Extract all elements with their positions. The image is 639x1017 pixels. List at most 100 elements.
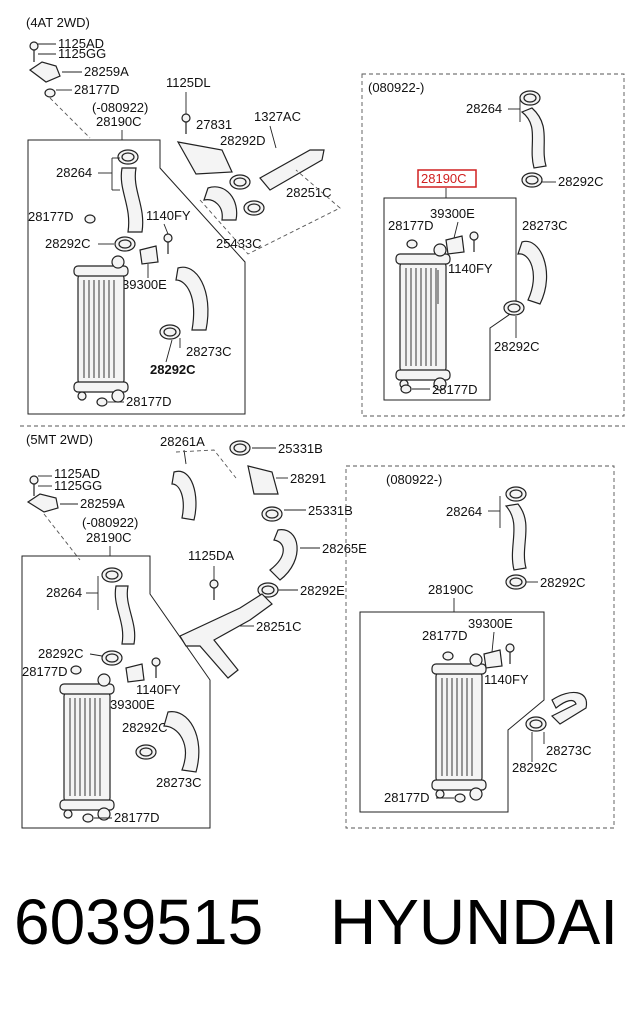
label-39300e-at: 39300E xyxy=(122,277,167,292)
section-5mt-2wd: (5MT 2WD) 1125AD 1125GG 28259A (-080922)… xyxy=(21,432,367,829)
label-28264-mt: 28264 xyxy=(46,585,82,600)
bolt-1125ad-mt xyxy=(29,475,39,497)
section-title-at-new: (080922-) xyxy=(368,80,424,95)
section-title-4at: (4AT 2WD) xyxy=(26,15,90,30)
section-080922-bottom: (080922-) 28264 28292C 28190C 39300E 281… xyxy=(345,465,615,829)
label-1327ac: 1327AC xyxy=(254,109,301,124)
label-28251c-at: 28251C xyxy=(286,185,332,200)
label-28292c-at: 28292C xyxy=(45,236,91,251)
parts-diagram: (4AT 2WD) 1125AD 1125GG 28259A 28177D (-… xyxy=(20,15,625,829)
bolt-1125da xyxy=(209,579,219,601)
label-28190c-at: 28190C xyxy=(96,114,142,129)
part-number: 6039515 xyxy=(14,886,264,958)
label-1125da: 1125DA xyxy=(188,548,234,563)
intercooler-at xyxy=(73,255,129,403)
label-28261a: 28261A xyxy=(160,434,205,449)
label-39300e-new-at: 39300E xyxy=(430,206,475,221)
clamp-25433c xyxy=(243,200,265,216)
assembly-box-at-new xyxy=(383,197,517,401)
label-1140fy-at: 1140FY xyxy=(146,208,191,223)
label-27831: 27831 xyxy=(196,117,232,132)
label-1125gg: 1125GG xyxy=(58,46,106,61)
label-28177d-left-at: 28177D xyxy=(28,209,74,224)
hose-28264-mt xyxy=(114,585,136,645)
hose-25433c xyxy=(203,186,238,221)
grommet-28177d-bottom-new xyxy=(400,384,412,394)
clamp-28264-new xyxy=(519,90,541,106)
label-1125ad-mt: 1125AD xyxy=(54,466,100,481)
grommet-28177d-new xyxy=(406,239,418,249)
hose-28265e xyxy=(269,529,298,581)
clamp-28292c xyxy=(114,236,136,252)
section-title-mt-new: (080922-) xyxy=(386,472,442,487)
clamp-28264 xyxy=(117,149,139,165)
clamp-28292c-bold xyxy=(159,324,181,340)
hose-28264-new xyxy=(520,107,547,169)
label-28292e: 28292E xyxy=(300,583,345,598)
sensor-39300e-new xyxy=(445,235,465,255)
clamp-28264-mt-new xyxy=(505,486,527,502)
clamp-25331b-low xyxy=(261,506,283,522)
pipe-27831 xyxy=(176,141,233,175)
label-39300e-mt: 39300E xyxy=(110,697,155,712)
sensor-39300e xyxy=(139,245,159,265)
label-28264-new-at: 28264 xyxy=(466,101,502,116)
bracket-28259a-mt xyxy=(26,493,59,513)
grommet-28177d-mt xyxy=(70,665,82,675)
clamp-25331b-top xyxy=(229,440,251,456)
sensor-39300e-mt xyxy=(125,663,145,683)
dashed-frame-top xyxy=(361,73,625,417)
grommet-28177d-bottom-mt-new xyxy=(454,793,466,803)
label-28177d-left-mt: 28177D xyxy=(22,664,68,679)
section-080922-top: (080922-) 28264 28292C 28190C 39300E 281… xyxy=(361,73,625,417)
label-1125ad: 1125AD xyxy=(58,36,104,51)
bolt-1125ad xyxy=(29,41,39,63)
label-28177d-bottom-mt: 28177D xyxy=(114,810,160,825)
label-sub-mt: (-080922) xyxy=(82,515,138,530)
label-1125dl: 1125DL xyxy=(166,75,211,90)
pipe-28251c-at xyxy=(259,149,325,191)
bolt-1140fy-mt-new xyxy=(505,643,515,665)
label-28291: 28291 xyxy=(290,471,326,486)
label-28259a-mt: 28259A xyxy=(80,496,125,511)
assembly-box-at xyxy=(27,139,246,415)
hose-28264-mt-new xyxy=(504,503,527,571)
clamp-28292c-low-new xyxy=(503,300,525,316)
label-39300e-mt-new: 39300E xyxy=(468,616,513,631)
label-28177d-top-mt-new: 28177D xyxy=(422,628,468,643)
label-28177d-top-new-at: 28177D xyxy=(388,218,434,233)
footer: 6039515 HYUNDAI xyxy=(0,890,639,1000)
intercooler-mt xyxy=(59,673,115,821)
label-1140fy-mt-new: 1140FY xyxy=(484,672,529,687)
label-28292c-low-mt-new: 28292C xyxy=(512,760,558,775)
grommet-28177d xyxy=(44,88,56,98)
label-28292d: 28292D xyxy=(220,133,266,148)
label-28177d-bottom-at: 28177D xyxy=(126,394,172,409)
label-28177d-bottom-new-at: 28177D xyxy=(432,382,478,397)
bolt-1140fy-new xyxy=(469,231,479,253)
label-28292c-a-mt: 28292C xyxy=(38,646,84,661)
clamp-28292c-mt-b xyxy=(135,744,157,760)
label-28292c-b-mt: 28292C xyxy=(122,720,168,735)
bolt-1125dl xyxy=(181,113,191,135)
hose-28273c-new xyxy=(517,240,548,305)
label-28190c-mt-new: 28190C xyxy=(428,582,474,597)
label-28273c-mt: 28273C xyxy=(156,775,202,790)
clamp-28264-mt xyxy=(101,567,123,583)
label-28292c-low-new-at: 28292C xyxy=(494,339,540,354)
assembly-box-mt-new xyxy=(359,611,545,813)
label-28265e: 28265E xyxy=(322,541,367,556)
hose-28273c-mt-new xyxy=(550,691,588,725)
label-28177d-bottom-mt-new: 28177D xyxy=(384,790,430,805)
label-28273c-mt-new: 28273C xyxy=(546,743,592,758)
grommet-28177d-bottom-mt xyxy=(82,813,94,823)
intercooler-at-new xyxy=(395,243,451,391)
label-28259a-at: 28259A xyxy=(84,64,129,79)
hose-28264 xyxy=(120,167,144,233)
intercooler-mt-new xyxy=(431,653,487,801)
label-25331b-top: 25331B xyxy=(278,441,323,456)
bolt-1140fy-mt xyxy=(151,657,161,679)
hose-28273c-mt xyxy=(163,711,200,773)
dashed-frame-bottom xyxy=(345,465,615,829)
hose-28273c xyxy=(175,266,209,331)
